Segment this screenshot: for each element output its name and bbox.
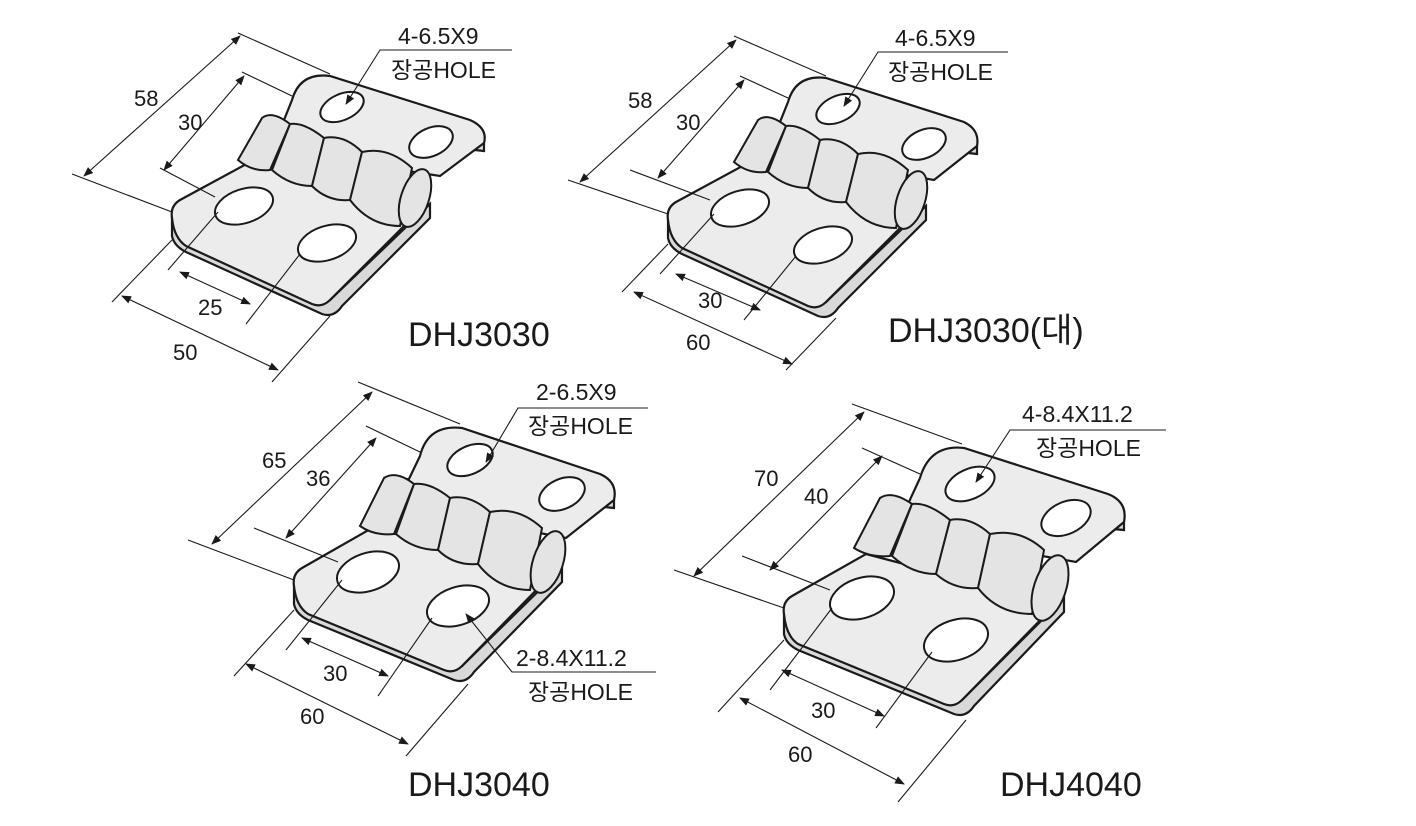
model-name: DHJ4040 — [1000, 766, 1142, 804]
dimension-lines — [187, 381, 469, 757]
hole-spec: 2-6.5X9 — [536, 379, 617, 405]
dimension-lines — [71, 32, 331, 383]
part-dhj3030: 58 30 25 50 4-6.5X9 장공HOLE DHJ3030 — [71, 23, 550, 383]
dim-hole-pitch: 30 — [698, 288, 722, 313]
dimension-lines — [567, 35, 837, 371]
hole-callout-small: 2-6.5X9 장공HOLE — [485, 379, 648, 463]
dim-leaf-width: 40 — [804, 484, 828, 509]
hole-type: 장공HOLE — [391, 57, 496, 83]
part-dhj3040: 65 36 30 60 2-6.5X9 장공HOLE 2-8.4X11.2 장공… — [187, 379, 656, 804]
hinge-body — [170, 74, 486, 317]
dim-outer-width: 70 — [754, 466, 778, 491]
hole-spec: 2-8.4X11.2 — [516, 645, 627, 671]
part-dhj4040: 70 40 30 60 4-8.4X11.2 장공HOLE DHJ4040 — [673, 401, 1166, 804]
dim-leaf-width: 36 — [306, 466, 330, 491]
hole-type: 장공HOLE — [528, 413, 633, 439]
dim-length: 60 — [686, 330, 710, 355]
hole-callout: 4-6.5X9 장공HOLE — [345, 23, 512, 105]
hole-callout: 4-8.4X11.2 장공HOLE — [975, 401, 1166, 483]
dim-leaf-width: 30 — [676, 110, 700, 135]
dim-length: 50 — [173, 340, 197, 365]
dim-outer-width: 65 — [262, 448, 286, 473]
dim-hole-pitch: 25 — [198, 295, 222, 320]
model-name: DHJ3030(대) — [888, 312, 1084, 350]
hole-spec: 4-6.5X9 — [895, 25, 976, 51]
dim-leaf-width: 30 — [178, 110, 202, 135]
hole-callout: 4-6.5X9 장공HOLE — [843, 25, 1008, 107]
model-name: DHJ3040 — [408, 766, 550, 804]
hinge-body — [782, 446, 1126, 717]
model-name: DHJ3030 — [408, 316, 550, 354]
hole-type: 장공HOLE — [528, 679, 633, 705]
hole-spec: 4-8.4X11.2 — [1022, 401, 1133, 427]
dimension-lines — [673, 403, 967, 803]
dim-length: 60 — [300, 704, 324, 729]
dim-hole-pitch: 30 — [811, 698, 835, 723]
dim-hole-pitch: 30 — [323, 661, 347, 686]
hole-type: 장공HOLE — [1036, 435, 1141, 461]
hole-type: 장공HOLE — [888, 59, 993, 85]
hole-spec: 4-6.5X9 — [398, 23, 479, 49]
part-dhj3030-large: 58 30 30 60 4-6.5X9 장공HOLE DHJ3030(대) — [567, 25, 1084, 371]
hinge-body — [666, 76, 979, 319]
dim-length: 60 — [788, 742, 812, 767]
dim-outer-width: 58 — [628, 88, 652, 113]
dim-outer-width: 58 — [134, 86, 158, 111]
hinge-body — [292, 426, 616, 683]
hole-callout-large: 2-8.4X11.2 장공HOLE — [465, 613, 656, 705]
